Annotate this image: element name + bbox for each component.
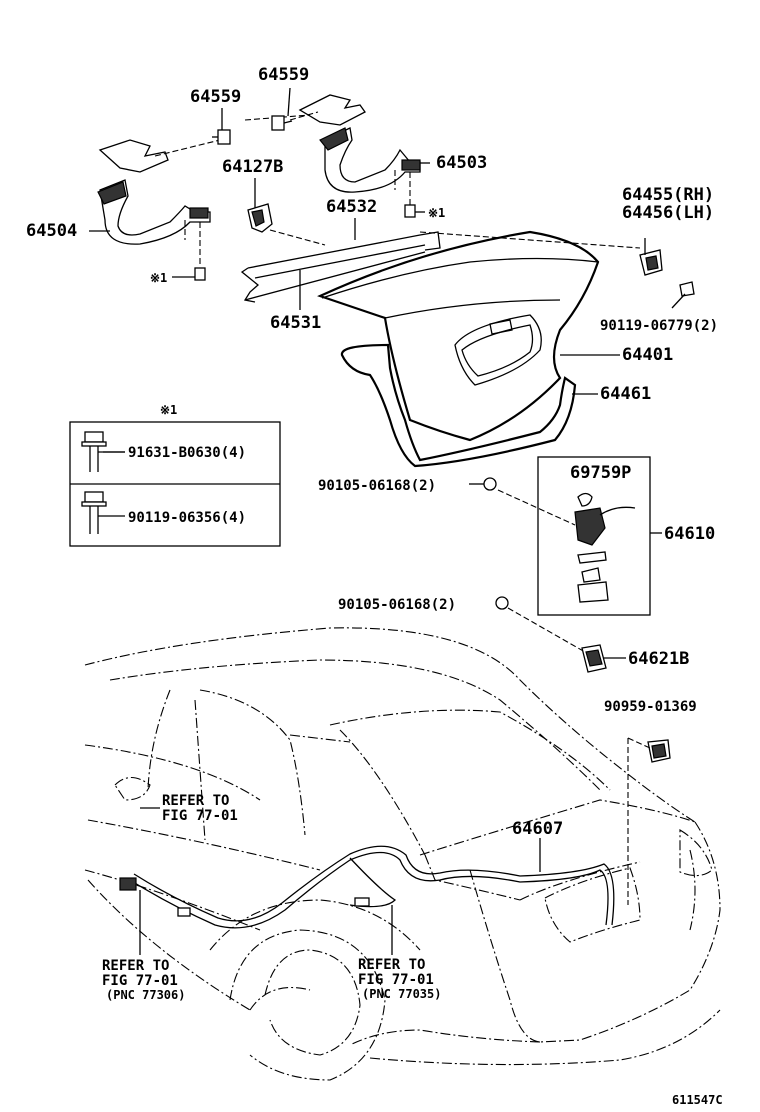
nut-ref-a (404, 204, 416, 218)
fastener-legend (69, 421, 281, 547)
release-cable-64607 (119, 845, 615, 929)
striker-64621b (581, 644, 607, 673)
bolt-64559-b (271, 115, 293, 131)
callout-64532: 64532 (326, 197, 377, 217)
callout-64559-top: 64559 (258, 65, 309, 85)
callout-64610: 64610 (664, 524, 715, 544)
bracket-64127b (247, 203, 273, 233)
weatherstrip-64461 (340, 343, 577, 468)
callout-64607: 64607 (512, 819, 563, 839)
callout-64621b: 64621B (628, 649, 689, 669)
legend-header: ※1 (160, 403, 177, 417)
switch-90959 (647, 739, 671, 763)
ref-mark-lower: ※1 (150, 271, 167, 285)
ref-right-line2: FIG 77-01 (358, 972, 434, 988)
callout-90119-06779: 90119-06779(2) (600, 318, 718, 334)
stop-64455-64456 (639, 249, 663, 276)
legend-row-1: 91631-B0630(4) (128, 445, 246, 461)
callout-64127b: 64127B (222, 157, 283, 177)
callout-64504: 64504 (26, 221, 77, 241)
callout-90959-01369: 90959-01369 (604, 699, 697, 715)
callout-64455: 64455(RH) (622, 185, 714, 205)
torsion-bars (240, 231, 441, 303)
ref-door-line1: REFER TO (162, 793, 229, 809)
ref-door-line2: FIG 77-01 (162, 808, 238, 824)
ref-left-line2: FIG 77-01 (102, 973, 178, 989)
legend-row-2: 90119-06356(4) (128, 510, 246, 526)
lock-assy-box (537, 456, 651, 616)
callout-90105-lower: 90105-06168(2) (338, 597, 456, 613)
figure-code: 611547C (672, 1093, 723, 1107)
clip-90119-06779 (679, 281, 695, 297)
bolt-90105-b (495, 596, 509, 610)
car-body (84, 627, 721, 1081)
leader-lines (89, 162, 626, 955)
ref-right-line3: (PNC 77035) (362, 987, 441, 1001)
ref-right-line1: REFER TO (358, 957, 425, 973)
callout-64461: 64461 (600, 384, 651, 404)
nut-ref-b (194, 267, 206, 281)
callout-64531: 64531 (270, 313, 321, 333)
callout-64559-left: 64559 (190, 87, 241, 107)
bolt-64559-a (212, 129, 231, 145)
callout-64401: 64401 (622, 345, 673, 365)
bolt-90105-a (483, 477, 497, 491)
hinge-64504 (97, 139, 211, 245)
callout-90105-upper: 90105-06168(2) (318, 478, 436, 494)
trunk-lid-64401 (317, 230, 600, 442)
ref-mark-upper: ※1 (428, 206, 445, 220)
ref-left-line3: (PNC 77306) (106, 988, 185, 1002)
callout-64456: 64456(LH) (622, 203, 714, 223)
callout-69759p: 69759P (570, 463, 631, 483)
ref-left-line1: REFER TO (102, 958, 169, 974)
hinge-64503 (298, 94, 421, 193)
callout-64503: 64503 (436, 153, 487, 173)
